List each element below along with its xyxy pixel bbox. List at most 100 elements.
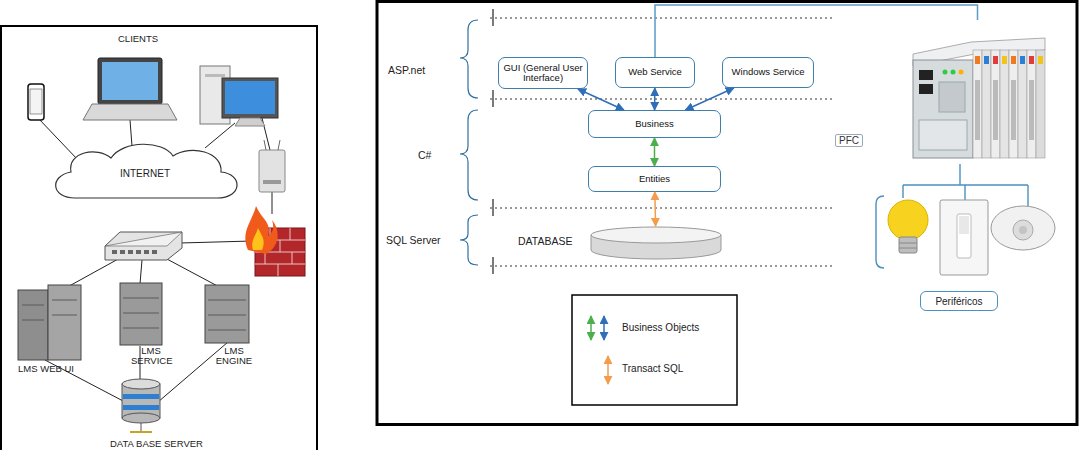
text-label: DATA BASE SERVER — [110, 439, 203, 449]
plc-device — [1011, 80, 1016, 140]
switch-icon — [112, 250, 157, 254]
network-wires — [38, 118, 272, 402]
server-icon — [52, 315, 77, 316]
text-label: SQL Server — [386, 234, 440, 246]
phone-icon — [28, 84, 44, 120]
process-box: Business — [588, 110, 721, 138]
text-label: C# — [418, 149, 431, 161]
sensor-icon — [991, 206, 1055, 250]
switch-icon — [957, 214, 971, 258]
plc-device — [975, 56, 980, 64]
connector — [655, 5, 978, 57]
switch-icon — [136, 250, 141, 254]
server-icon — [22, 300, 77, 320]
peripheral-wires — [1027, 185, 1028, 206]
switch-icon — [120, 250, 125, 254]
text-label: LMS WEB UI — [18, 364, 74, 374]
switch-icon — [105, 232, 182, 260]
legend-box — [572, 295, 737, 405]
switch-icon — [144, 250, 149, 254]
switch-icon — [128, 250, 133, 254]
network-wires — [38, 118, 78, 160]
connector — [578, 89, 624, 110]
plc-device — [993, 56, 998, 64]
legend-box — [603, 316, 605, 340]
server-icon — [52, 300, 77, 301]
plc-device — [975, 80, 980, 140]
desktop-icon — [225, 81, 275, 114]
switch-icon — [105, 232, 182, 260]
bulb-icon — [899, 237, 917, 253]
plc-device — [982, 50, 991, 158]
desktop-icon — [205, 74, 225, 77]
network-wires — [140, 260, 142, 284]
database-icon — [123, 405, 159, 410]
switch-icon — [112, 250, 117, 254]
network-wires — [205, 123, 235, 148]
connector — [685, 88, 733, 110]
peripheral-wires — [902, 185, 903, 198]
node-text: Windows Service — [732, 67, 805, 78]
firewall-icon — [245, 206, 305, 276]
plc-device — [973, 50, 982, 158]
tier-tick — [492, 90, 493, 107]
plc-device — [939, 82, 965, 112]
connector — [654, 138, 656, 166]
legend-text: Transact SQL — [622, 363, 683, 374]
phone-icon — [28, 84, 44, 120]
tier-brace — [460, 20, 478, 265]
database-icon — [141, 423, 142, 432]
laptop-icon — [102, 62, 158, 100]
server-icon — [123, 298, 159, 299]
plc-device — [1038, 56, 1043, 64]
plc-device — [1009, 50, 1018, 158]
server-icon — [22, 305, 44, 306]
cloud-shape — [56, 144, 237, 198]
server-icon — [48, 285, 81, 360]
tier-brace — [460, 110, 478, 200]
network-wires — [272, 192, 273, 214]
plc-device — [1002, 56, 1007, 64]
cloud-node: INTERNET — [45, 140, 245, 202]
switch-icon — [959, 216, 969, 234]
node-text: INTERNET — [120, 168, 170, 179]
database-icon — [123, 394, 159, 399]
text-label: CLIENTS — [118, 34, 158, 44]
plc-device — [913, 60, 973, 158]
connector — [654, 192, 656, 226]
peripheral-wires — [964, 185, 965, 200]
server-icon — [18, 283, 249, 360]
plc-device — [1018, 50, 1027, 158]
network-wires — [158, 342, 228, 402]
node-text: Business — [635, 119, 674, 130]
process-box: Entities — [588, 166, 721, 192]
router-icon — [263, 180, 281, 184]
node-text: PFC — [835, 134, 863, 147]
server-icon — [208, 300, 246, 301]
plc-device — [959, 70, 964, 75]
network-wires — [180, 241, 252, 243]
plc-device — [993, 80, 998, 140]
switch-icon — [105, 232, 182, 246]
label-box: Periféricos — [920, 291, 998, 311]
plc-device — [1011, 56, 1016, 64]
cylinder-shape — [591, 227, 721, 243]
tier-divider — [490, 18, 835, 266]
legend-text: Business Objects — [622, 322, 699, 333]
peripheral-wires — [876, 196, 884, 268]
tier-divider — [490, 18, 835, 19]
bulb-icon — [899, 248, 917, 249]
plc-device — [919, 70, 933, 80]
firewall-icon — [290, 228, 291, 240]
plc-device — [1020, 56, 1025, 64]
sensor-icon — [1019, 226, 1027, 234]
plc-device — [951, 70, 956, 75]
node-text: Periféricos — [935, 296, 982, 307]
legend-box — [572, 295, 737, 405]
server-icon — [205, 285, 249, 343]
desktop-icon — [222, 78, 278, 118]
tier-brace — [460, 215, 478, 265]
peripheral-wires — [959, 164, 960, 185]
plc-device — [919, 84, 933, 94]
